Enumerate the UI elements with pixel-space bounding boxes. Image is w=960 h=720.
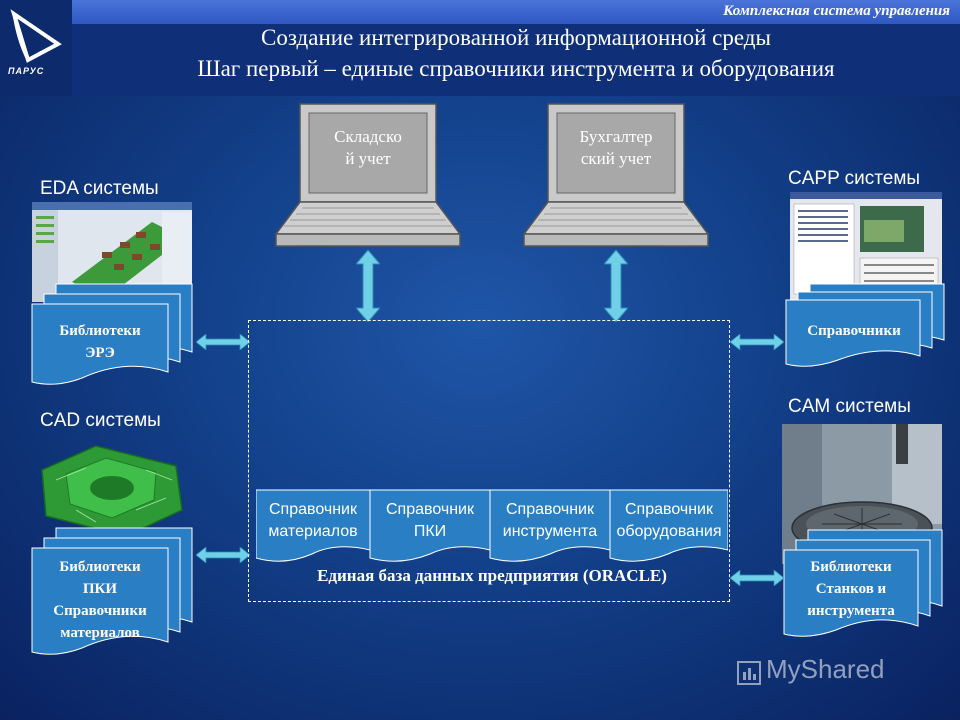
doc-line: ПКИ (82, 581, 118, 597)
eda-systems-label: EDA системы (40, 178, 159, 199)
header-strip: Комплексная система управления (72, 0, 960, 24)
tab-line: Справочник (625, 501, 713, 518)
arrow-machines-db-icon (730, 570, 784, 586)
tab-line: материалов (268, 523, 358, 540)
arrow-pki-db-icon (196, 547, 250, 563)
laptop-icon (522, 103, 710, 247)
tab-tools: Справочник инструмента (490, 499, 610, 543)
laptop-accounting-label: Бухгалтер ский учет (566, 126, 666, 170)
tab-materials-shape (256, 489, 371, 562)
database-label: Единая база данных предприятия (ORACLE) (317, 566, 667, 585)
tab-line: Справочник (506, 501, 594, 518)
doc-line: Справочники (53, 603, 147, 619)
library-pki-doc-stack (31, 527, 193, 655)
laptop-accounting (520, 102, 712, 255)
tab-line: оборудования (616, 523, 722, 540)
library-machines-label: Библиотеки Станков и инструмента (784, 556, 918, 622)
doc-line: инструмента (807, 603, 895, 619)
laptop-warehouse-label: Складско й учет (318, 126, 418, 170)
arrow-warehouse-db-icon (356, 250, 380, 322)
watermark-text: MyShared (766, 654, 885, 684)
tab-line: Справочник (386, 501, 474, 518)
tab-line: Справочник (269, 501, 357, 518)
doc-line: Библиотеки (810, 559, 892, 575)
page-subtitle: Шаг первый – единые справочники инструме… (197, 56, 835, 81)
laptop-warehouse (272, 102, 464, 255)
library-machines-doc-stack (783, 529, 943, 637)
library-pki-label: Библиотеки ПКИ Справочники материалов (34, 556, 166, 644)
laptop-label-line: Складско (334, 127, 402, 146)
library-ere-label: Библиотеки ЭРЭ (34, 320, 166, 364)
doc-line: Справочники (807, 323, 901, 339)
logo-panel (0, 0, 72, 96)
page-title: Создание интегрированной информационной … (261, 25, 771, 50)
title-band (72, 24, 960, 96)
tab-pki: Справочник ПКИ (370, 499, 490, 543)
doc-line: Библиотеки (59, 323, 141, 339)
central-database-area (248, 320, 730, 602)
laptop-icon (274, 103, 462, 247)
cad-systems-label: CAD системы (40, 410, 161, 431)
doc-line: Станков и (815, 581, 887, 597)
tab-materials: Справочник материалов (256, 499, 370, 543)
laptop-label-line: ский учет (580, 149, 652, 168)
arrow-accounting-db-icon (604, 250, 628, 322)
cad-model-image (41, 445, 183, 537)
tab-tools-shape (489, 489, 611, 562)
doc-line: материалов (60, 625, 140, 641)
capp-systems-label: CAPP системы (788, 168, 921, 189)
tab-equipment: Справочник оборудования (610, 499, 728, 543)
tab-line: ПКИ (413, 523, 447, 540)
capp-references-label: Справочники (786, 320, 922, 342)
parus-logo-icon (10, 9, 62, 63)
brand-label: Комплексная система управления (723, 3, 950, 19)
tab-pki-shape (369, 489, 491, 562)
cam-systems-label: CAM системы (788, 396, 911, 417)
arrow-capp-db-icon (730, 334, 784, 350)
reference-tabs (256, 489, 728, 562)
library-ere-doc-stack (31, 283, 193, 385)
doc-line: ЭРЭ (85, 345, 115, 361)
logo-text: ПАРУС (8, 66, 45, 76)
laptop-label-line: й учет (345, 149, 391, 168)
laptop-label-line: Бухгалтер (579, 127, 653, 146)
tab-equipment-shape (609, 489, 728, 562)
arrow-ere-db-icon (196, 334, 250, 350)
capp-references-doc-stack (785, 283, 945, 367)
doc-line: Библиотеки (59, 559, 141, 575)
tab-line: инструмента (502, 523, 598, 540)
myshared-logo-icon (737, 661, 761, 685)
